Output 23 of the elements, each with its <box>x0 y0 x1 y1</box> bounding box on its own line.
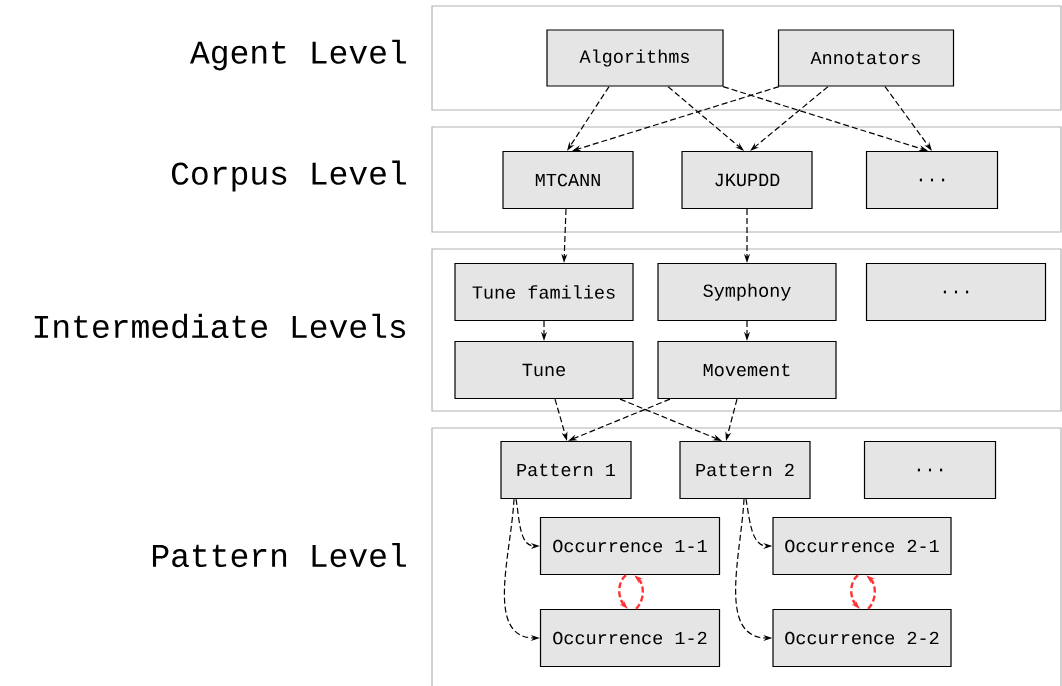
arrow <box>667 86 744 151</box>
process-box: Annotators <box>777 29 955 87</box>
level-heading: Pattern Level <box>152 542 406 568</box>
process-box: Occurrence 2-2 <box>772 608 952 668</box>
process-box: Pattern 1 <box>500 440 632 500</box>
process-box: Occurrence 2-1 <box>772 516 952 576</box>
process-box: Occurrence 1-2 <box>539 608 721 668</box>
process-box: ... <box>863 440 997 500</box>
process-box: JKUPDD <box>681 150 813 210</box>
process-box: Tune families <box>454 262 634 322</box>
process-box: ... <box>865 262 1047 322</box>
process-box: Symphony <box>657 262 837 322</box>
process-box: Occurrence 1-1 <box>539 516 721 576</box>
process-box: Algorithms <box>546 29 724 87</box>
process-box: ... <box>865 150 999 210</box>
process-box: Pattern 2 <box>679 440 811 500</box>
process-box: Tune <box>454 340 634 400</box>
level-heading: Intermediate Levels <box>34 313 405 339</box>
level-heading: Agent Level <box>189 39 406 71</box>
process-box: MTCANN <box>502 150 634 210</box>
level-heading: Corpus Level <box>172 160 406 192</box>
process-box: Movement <box>657 340 837 400</box>
arrow <box>750 86 829 151</box>
